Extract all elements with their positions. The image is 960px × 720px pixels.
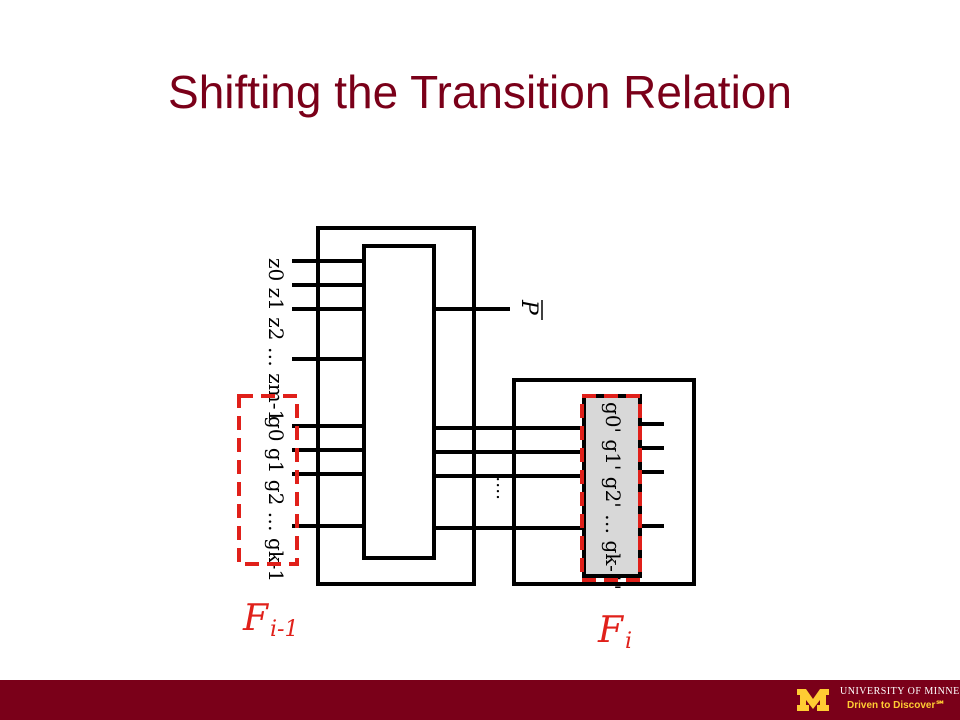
frame-prev-label: Fi-1: [242, 598, 298, 642]
frame-prev-dashed-box: [237, 394, 299, 566]
frame-curr-base: F: [597, 610, 625, 651]
frame-curr-label: Fi: [597, 610, 632, 654]
left-outer-box: [316, 226, 476, 586]
university-tagline: Driven to Discover℠: [847, 700, 946, 711]
g-prime-labels: g0' g1' g2' … gk-1': [601, 402, 625, 590]
right-gray-block: [582, 394, 642, 578]
university-m-logo: [797, 689, 829, 711]
right-outer-box: [512, 378, 696, 586]
footer-bar: UNIVERSITY OF MINNESOTA Driven to Discov…: [0, 680, 960, 720]
left-inner-block: [362, 244, 436, 560]
frame-prev-base: F: [242, 598, 270, 639]
g-input-wires: [292, 424, 364, 528]
connection-dots: ….: [492, 476, 513, 500]
z-input-wires: [292, 259, 364, 361]
university-name: UNIVERSITY OF MINNESOTA: [840, 686, 960, 697]
frame-curr-sub: i: [625, 629, 632, 654]
connection-wires: [434, 426, 584, 530]
g-input-labels: g0 g1 g2 … gk-1: [264, 416, 288, 582]
right-output-wires: [640, 422, 664, 528]
circuit-diagram: …. z0 z1 z2 … zm-1 g0 g1 g2 … gk-1 P g0'…: [237, 226, 696, 654]
slide-title: Shifting the Transition Relation: [168, 66, 792, 118]
p-output-label: P: [516, 299, 541, 316]
frame-prev-sub: i-1: [270, 617, 298, 642]
frame-curr-dashed-box: [580, 394, 642, 582]
